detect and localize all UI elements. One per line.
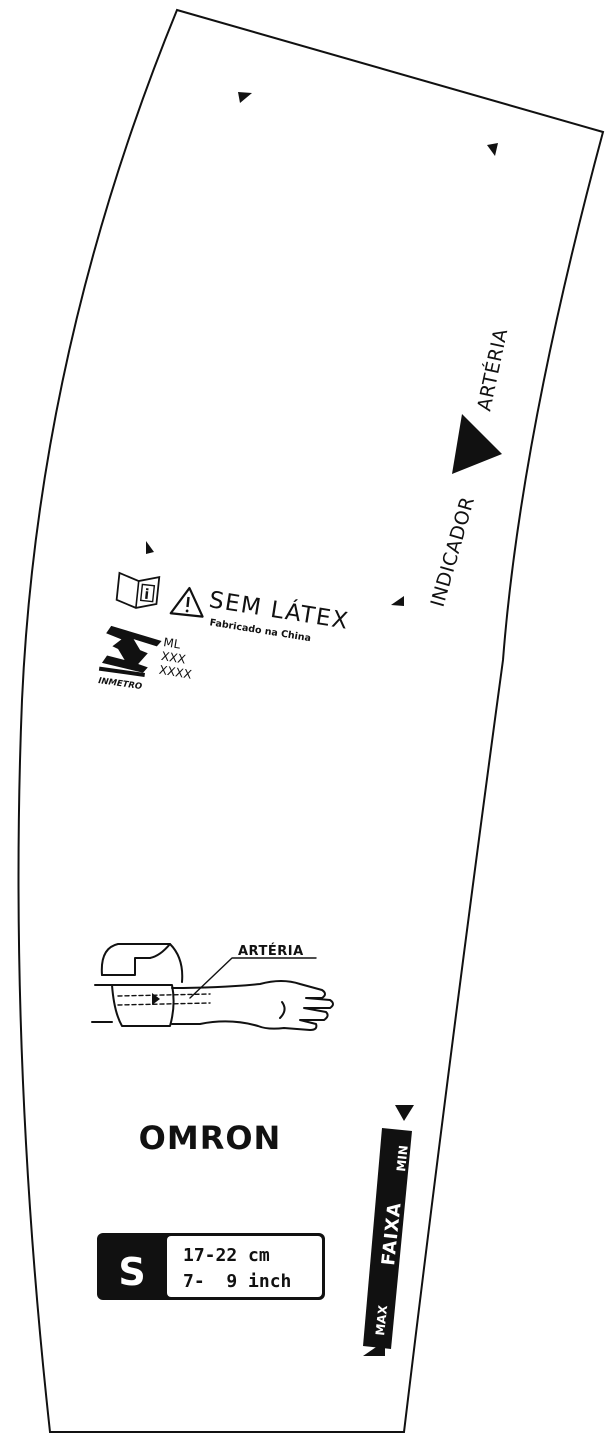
size-box: S 17-22 cm 7- 9 inch (97, 1233, 325, 1300)
indicador-label: INDICADOR (427, 494, 479, 609)
instructions-book-icon: i (115, 571, 161, 609)
tick-mark-top-left (238, 92, 252, 103)
brand-logo: OMRON (139, 1119, 282, 1157)
arm-diagram-arrow (152, 993, 160, 1005)
range-min-label: MIN (394, 1145, 411, 1173)
size-letter: S (118, 1250, 145, 1294)
range-marker-icon: MAX FAIXA MIN (363, 1105, 414, 1356)
inmetro-line-1: ML (162, 635, 181, 652)
inmetro-line-2: XXX (160, 649, 187, 667)
arteria-diagram-label: ARTÉRIA (238, 943, 304, 959)
svg-text:i: i (143, 587, 149, 603)
artery-indicator-arrow-icon (452, 414, 502, 474)
range-max-label: MAX (373, 1304, 390, 1337)
size-inch: 7- 9 inch (183, 1271, 291, 1292)
inmetro-label: INMETRO (98, 676, 143, 692)
cuff-outline (17, 8, 605, 1433)
arm-cuff-diagram-icon (91, 943, 334, 1031)
size-cm: 17-22 cm (183, 1245, 270, 1266)
tick-mark-top-right (487, 143, 498, 156)
inmetro-mark-icon (98, 625, 162, 677)
arteria-side-label: ARTÉRIA (472, 326, 512, 413)
tick-mark-mid-right (391, 596, 404, 606)
inmetro-line-3: XXXX (158, 663, 193, 682)
tick-mark-mid-left (146, 541, 154, 554)
warning-triangle-icon (169, 586, 204, 618)
